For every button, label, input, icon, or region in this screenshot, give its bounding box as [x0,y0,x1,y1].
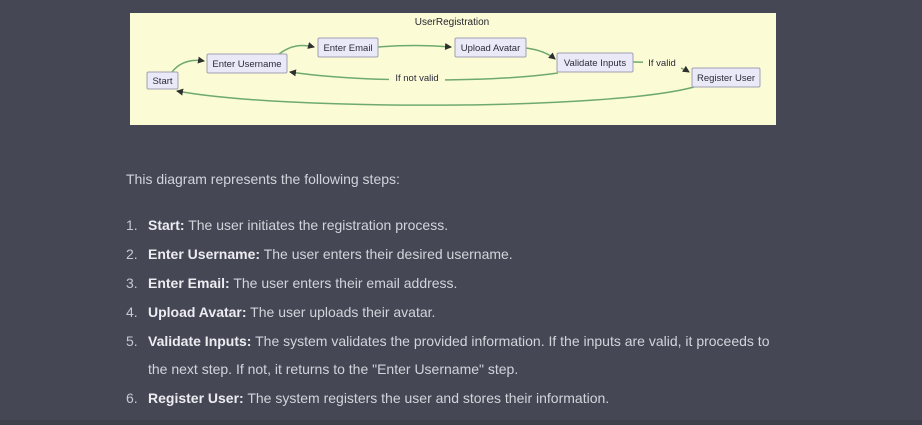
list-item: 5. Validate Inputs: The system validates… [126,327,776,383]
step-number: 3. [126,275,138,291]
edge-upload-avatar-to-validate-inputs [525,47,556,60]
svg-text:Validate Inputs: Validate Inputs [564,58,626,69]
edge-start-to-enter-username [171,56,205,73]
node-start: Start [146,71,179,90]
list-item: 4. Upload Avatar: The user uploads their… [126,298,776,326]
svg-text:Upload Avatar: Upload Avatar [461,43,521,54]
svg-text:Start: Start [152,76,172,87]
step-term: Enter Username: [148,246,261,262]
step-number: 1. [126,217,138,233]
list-item: 1. Start: The user initiates the registr… [126,211,776,239]
node-register-user: Register User [691,67,761,88]
node-validate-inputs: Validate Inputs [556,52,634,73]
step-text: The user initiates the registration proc… [184,217,449,233]
step-body: Enter Email: The user enters their email… [148,269,457,297]
step-number: 2. [126,246,138,262]
step-term: Start: [148,217,185,233]
step-term: Register User: [148,390,244,406]
edge-label-if-valid: If valid [648,58,675,69]
edge-enter-username-to-enter-email [278,42,315,55]
step-text: The system registers the user and stores… [243,390,610,406]
svg-text:Enter Username: Enter Username [212,59,281,70]
step-body: Start: The user initiates the registrati… [148,211,448,239]
bottom-edge-bar [0,420,922,425]
step-text: The user enters their email address. [229,275,458,291]
diagram-title: UserRegistration [415,17,489,28]
assistant-message: This diagram represents the following st… [126,165,776,413]
list-item: 6. Register User: The system registers t… [126,384,776,412]
diagram-image[interactable]: UserRegistration If valid If not valid [130,13,776,125]
svg-text:Register User: Register User [697,73,755,84]
edge-labels: If valid If not valid [389,56,681,84]
edge-label-if-not-valid: If not valid [395,73,438,84]
step-number: 5. [126,333,138,349]
intro-text: This diagram represents the following st… [126,171,400,187]
step-text: The user enters their desired username. [260,246,513,262]
step-term: Upload Avatar: [148,304,247,320]
node-upload-avatar: Upload Avatar [454,37,527,58]
list-item: 2. Enter Username: The user enters their… [126,240,776,268]
step-body: Enter Username: The user enters their de… [148,240,513,268]
edge-label-if-not-valid-bg [389,71,445,84]
step-body: Validate Inputs: The system validates th… [148,327,776,383]
step-number: 4. [126,304,138,320]
diagram-svg: UserRegistration If valid If not valid [146,17,761,106]
edge-label-if-valid-bg [643,56,681,69]
step-term: Validate Inputs: [148,333,252,349]
step-text: The system validates the provided inform… [148,333,770,377]
step-text: The user uploads their avatar. [246,304,436,320]
step-term: Enter Email: [148,275,230,291]
step-body: Register User: The system registers the … [148,384,609,412]
edge-enter-email-to-upload-avatar [377,43,452,50]
step-number: 6. [126,390,138,406]
svg-text:Enter Email: Enter Email [323,43,372,54]
edge-register-user-to-start [176,86,695,106]
node-enter-username: Enter Username [206,53,288,74]
steps-list: 1. Start: The user initiates the registr… [126,211,776,412]
node-enter-email: Enter Email [317,37,379,58]
list-item: 3. Enter Email: The user enters their em… [126,269,776,297]
step-body: Upload Avatar: The user uploads their av… [148,298,435,326]
